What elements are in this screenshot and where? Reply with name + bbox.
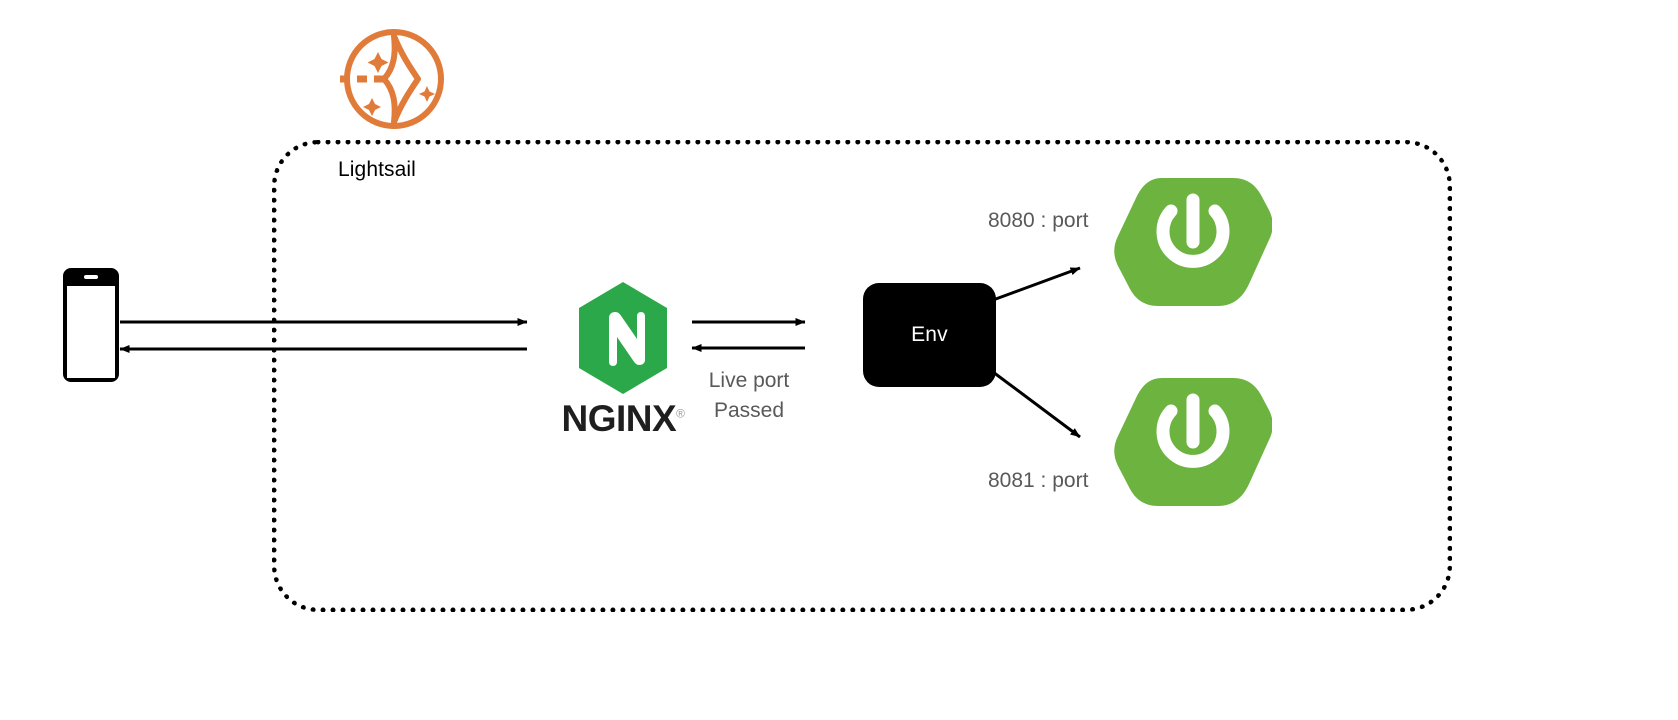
spring-boot-icon — [1114, 378, 1273, 506]
lightsail-boundary — [272, 140, 1452, 612]
port-label-8080: 8080 : port — [988, 209, 1089, 232]
spring-boot-service-8080 — [1114, 178, 1273, 326]
nginx-node: NGINX® — [548, 282, 698, 442]
env-label: Env — [911, 323, 948, 346]
port-label-8081: 8081 : port — [988, 469, 1089, 492]
live-port-label-line2: Passed — [713, 399, 785, 422]
spring-boot-icon — [1114, 178, 1273, 306]
nginx-registered-mark: ® — [676, 406, 685, 421]
nginx-wordmark-text: NGINX — [561, 398, 677, 439]
live-port-label: Live port Passed — [701, 366, 797, 426]
nginx-wordmark: NGINX® — [548, 398, 698, 440]
nginx-hexagon-icon — [579, 282, 667, 394]
env-node[interactable]: Env — [863, 283, 996, 387]
spring-boot-service-8081 — [1114, 378, 1273, 526]
live-port-label-line1: Live port — [708, 369, 790, 392]
lightsail-boundary-label: Lightsail — [338, 158, 416, 181]
mobile-phone-icon — [63, 268, 119, 382]
aws-lightsail-logo-icon — [326, 22, 446, 142]
